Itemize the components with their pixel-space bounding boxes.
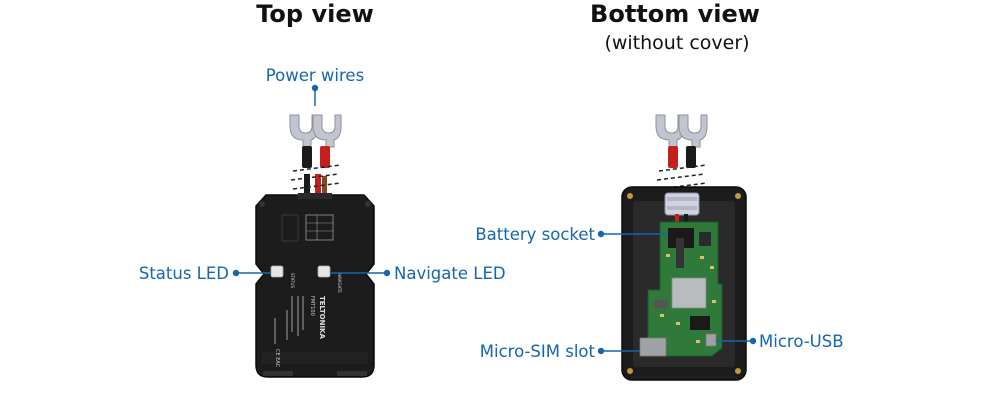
top-enclosure [255,194,375,378]
status-led [270,265,284,278]
power-wires-label: Power wires [266,66,364,85]
ce-mark: CE EAC [274,349,280,368]
power-wires [290,146,342,194]
micro-usb-port [705,333,717,347]
micro-usb-label: Micro-USB [759,332,844,351]
top-view-device: STATUS NAVIGATE TELTONIKA FMT100 CE EAC [255,114,375,378]
navigate-small-label: NAVIGATE [337,273,342,293]
model-text: FMT100 [309,296,315,316]
bottom-view-device [621,114,747,381]
micro-sim-slot [639,337,667,357]
bottom-wire-terminals [655,114,708,148]
brand-logo-text: TELTONIKA [318,296,326,339]
power-wire-terminals [289,114,342,148]
pcb-components [660,254,716,343]
top-view-title: Top view [256,0,374,28]
navigate-led [317,265,331,278]
gnss-module [671,277,707,309]
callout-battery-socket: Battery socket [475,225,668,244]
status-small-label: STATUS [290,273,295,288]
micro-sim-slot-label: Micro-SIM slot [480,342,596,361]
bottom-view-title: Bottom view [590,0,760,28]
bottom-view-subtitle: (without cover) [604,32,749,54]
callout-micro-usb: Micro-USB [716,332,844,351]
callout-status-led: Status LED [139,264,270,283]
navigate-led-label: Navigate LED [394,264,506,283]
status-led-label: Status LED [139,264,229,283]
callout-navigate-led: Navigate LED [331,264,506,283]
callout-micro-sim-slot: Micro-SIM slot [480,342,640,361]
battery-socket-label: Battery socket [475,225,595,244]
callout-power-wires: Power wires [266,66,364,106]
bottom-power-wires [656,146,708,190]
device-fine-print [274,296,304,344]
